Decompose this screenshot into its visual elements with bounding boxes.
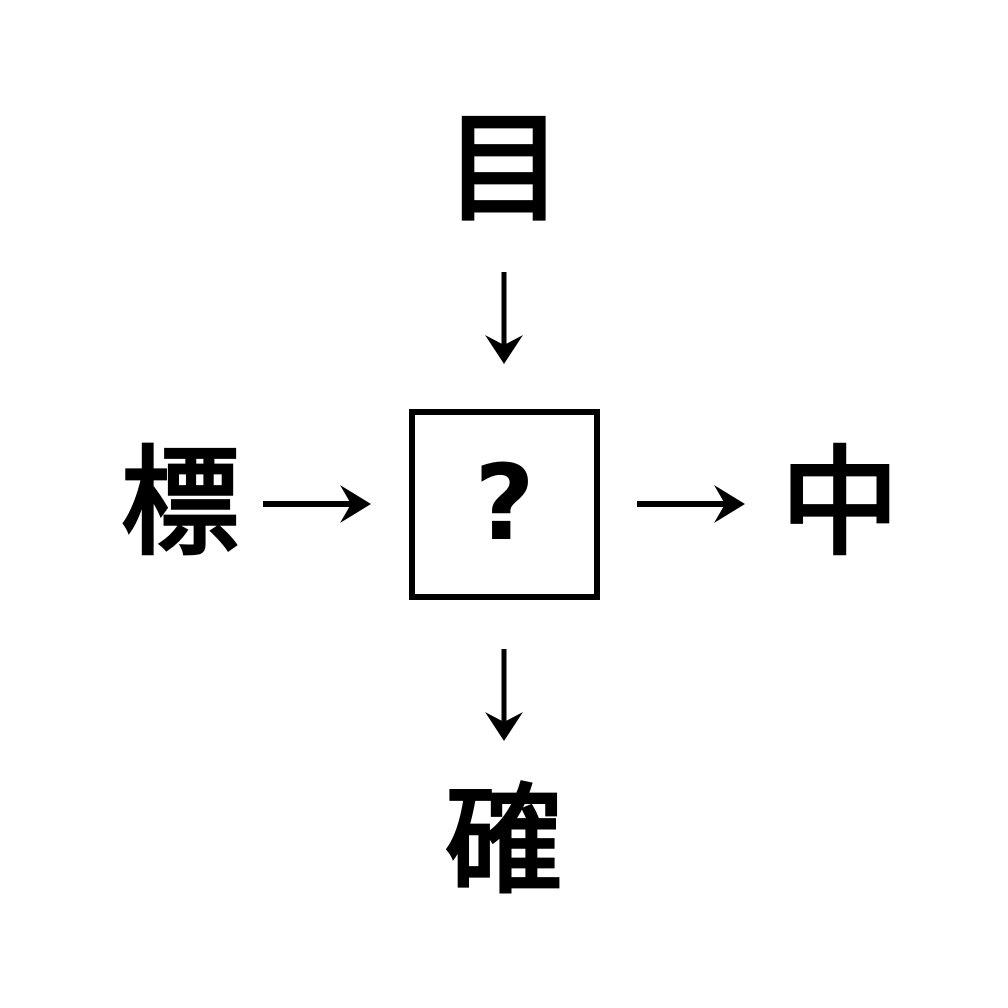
arrow-down-bottom-icon: [479, 648, 529, 742]
question-mark-label: ?: [474, 441, 535, 564]
arrow-right-right-icon: [636, 479, 746, 529]
kanji-node-bottom: 確: [444, 772, 563, 910]
kanji-node-left: 標: [120, 434, 239, 572]
arrow-down-top-icon: [479, 271, 529, 365]
kanji-node-top: 目: [444, 100, 563, 238]
kanji-node-right: 中: [780, 434, 899, 572]
arrow-right-left-icon: [262, 479, 372, 529]
unknown-kanji-box[interactable]: ?: [409, 409, 600, 600]
